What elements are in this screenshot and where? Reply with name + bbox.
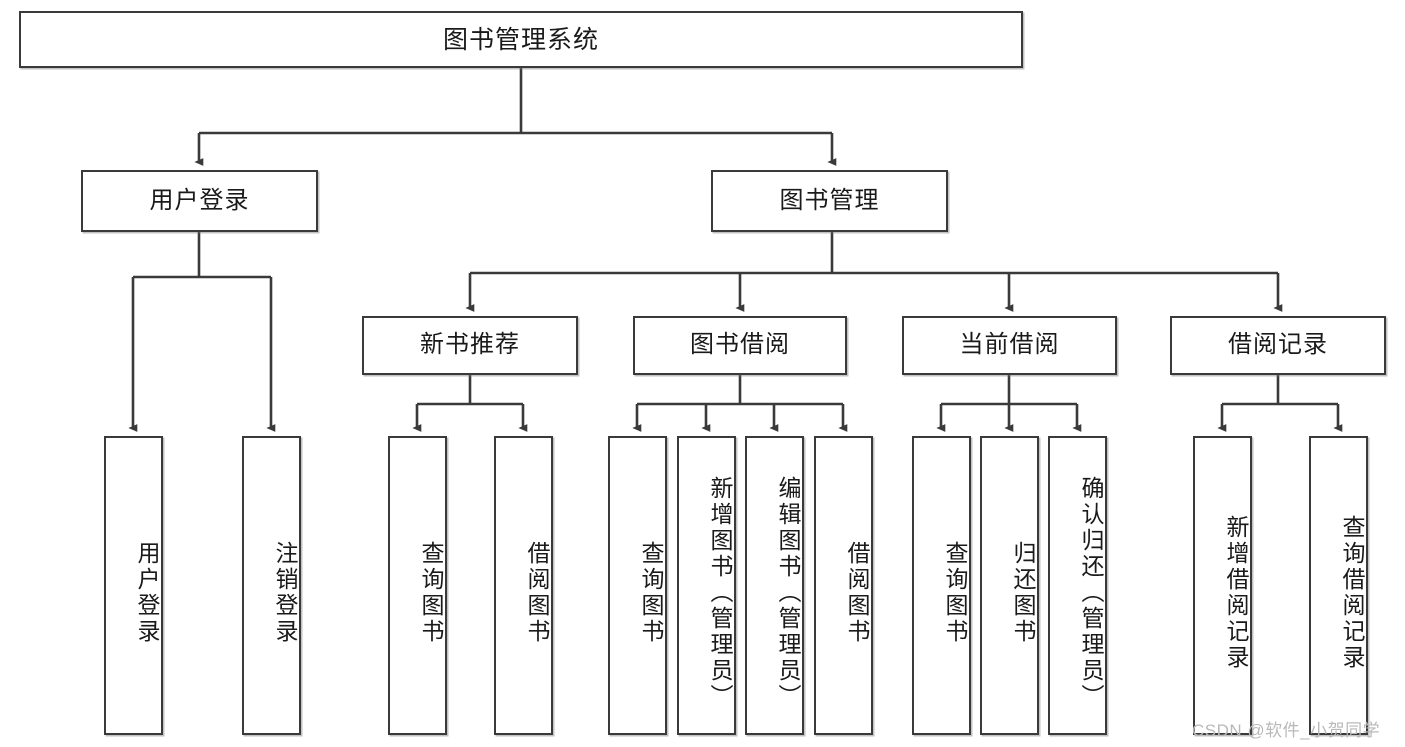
leaf-user-login-label: 用户登录 (134, 540, 160, 645)
leaf-bookborrow-query-book[interactable]: 查询图书 (608, 436, 667, 735)
leaf-currentborrow-return-book[interactable]: 归还图书 (980, 436, 1039, 735)
leaf-bookborrow-edit-book-label: 编辑图书（管理员） (775, 475, 801, 710)
node-current-borrow[interactable]: 当前借阅 (902, 316, 1117, 375)
node-new-book-recommend[interactable]: 新书推荐 (362, 316, 578, 375)
leaf-logout-label: 注销登录 (272, 540, 298, 645)
leaf-newbook-query-book-label: 查询图书 (418, 540, 444, 645)
leaf-newbook-borrow-book-label: 借阅图书 (524, 540, 550, 645)
node-borrow-record-label: 借阅记录 (1228, 331, 1328, 359)
leaf-bookborrow-borrow-book-label: 借阅图书 (844, 540, 870, 645)
leaf-currentborrow-query-book-label: 查询图书 (942, 540, 968, 645)
node-root-system[interactable]: 图书管理系统 (19, 11, 1023, 68)
node-book-borrow[interactable]: 图书借阅 (633, 316, 847, 375)
leaf-bookborrow-add-book[interactable]: 新增图书（管理员） (677, 436, 736, 735)
leaf-newbook-query-book[interactable]: 查询图书 (388, 436, 447, 735)
node-book-management[interactable]: 图书管理 (711, 170, 948, 232)
node-book-borrow-label: 图书借阅 (690, 331, 790, 359)
leaf-currentborrow-confirm-return[interactable]: 确认归还（管理员） (1048, 436, 1107, 735)
leaf-logout[interactable]: 注销登录 (242, 436, 301, 735)
leaf-currentborrow-query-book[interactable]: 查询图书 (912, 436, 971, 735)
leaf-borrowrecord-add-record-label: 新增借阅记录 (1223, 514, 1249, 671)
node-book-management-label: 图书管理 (779, 186, 880, 214)
leaf-bookborrow-borrow-book[interactable]: 借阅图书 (814, 436, 873, 735)
leaf-bookborrow-query-book-label: 查询图书 (638, 540, 664, 645)
csdn-watermark: CSDN @软件_小贺同学 (1192, 721, 1381, 740)
leaf-borrowrecord-query-record[interactable]: 查询借阅记录 (1309, 436, 1368, 735)
leaf-borrowrecord-query-record-label: 查询借阅记录 (1339, 514, 1365, 671)
leaf-bookborrow-edit-book[interactable]: 编辑图书（管理员） (745, 436, 804, 735)
leaf-newbook-borrow-book[interactable]: 借阅图书 (494, 436, 553, 735)
node-user-login[interactable]: 用户登录 (81, 170, 318, 232)
node-current-borrow-label: 当前借阅 (959, 331, 1060, 359)
node-root-label: 图书管理系统 (442, 25, 599, 54)
leaf-user-login[interactable]: 用户登录 (104, 436, 163, 735)
node-new-book-recommend-label: 新书推荐 (420, 331, 520, 359)
leaf-currentborrow-confirm-return-label: 确认归还（管理员） (1078, 475, 1104, 710)
leaf-bookborrow-add-book-label: 新增图书（管理员） (707, 475, 733, 710)
node-user-login-label: 用户登录 (149, 186, 250, 214)
leaf-borrowrecord-add-record[interactable]: 新增借阅记录 (1193, 436, 1252, 735)
node-borrow-record[interactable]: 借阅记录 (1170, 316, 1386, 375)
leaf-currentborrow-return-book-label: 归还图书 (1010, 540, 1036, 645)
